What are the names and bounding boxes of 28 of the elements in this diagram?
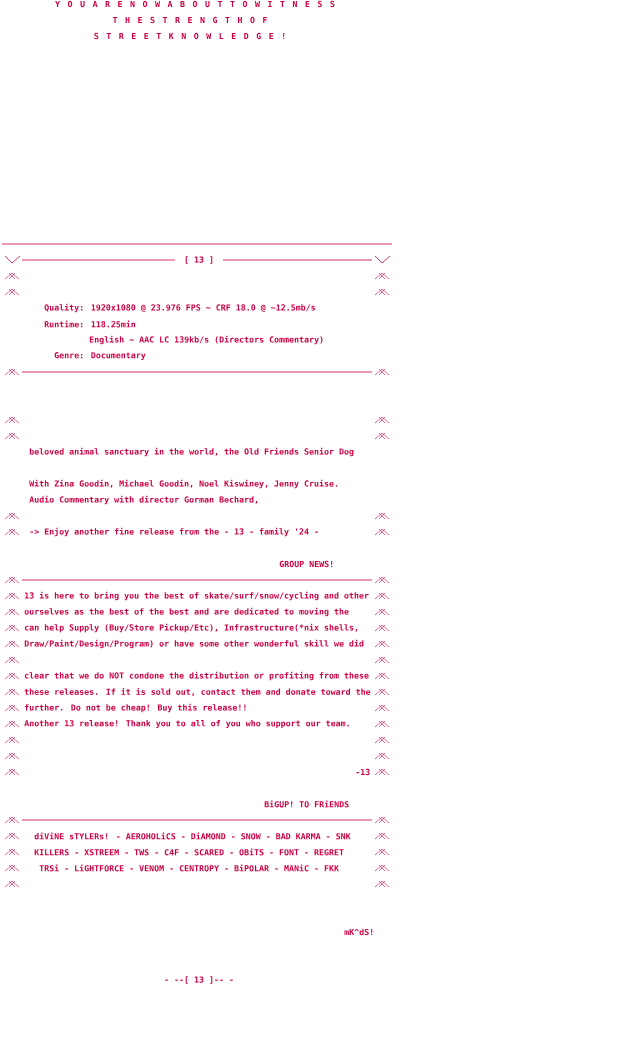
- text-line: can help Supply (Buy/Store Pickup/Etc), Infrastructure(*nix shells,: [24, 623, 358, 633]
- text-line: Y O U A R E N O W A B O U T T O W I T N E S S: [55, 0, 335, 8]
- text-line: T H E S T R E N G T H O F: [112, 16, 267, 24]
- text-line: GROUP NEWS!: [279, 560, 333, 568]
- text-line: beloved animal sanctuary in the world, the Old Friends Senior Dog: [29, 447, 354, 457]
- text-line: diViNE sTYLERs! - AEROHOLiCS - DiAMOND - SNOW - BAD KARMA - SNK: [34, 832, 351, 840]
- text-line: Draw/Paint/Design/Program) or have some other wonderful skill we did: [24, 639, 364, 649]
- text-line: mK^dS!: [344, 928, 373, 936]
- text-line: clear that we do NOT condone the distribution or profiting from these: [24, 671, 369, 681]
- text-line: Genre: Documentary: [54, 352, 146, 360]
- text-line: Quality: 1920x1080 @ 23.976 FPS ~ CRF 18.0 @ ~12.5mb/s: [44, 303, 315, 313]
- text-line: ourselves as the best of the best and are dedicated to moving the: [24, 607, 349, 617]
- text-line: Another 13 release! Thank you to all of you who support our team.: [24, 720, 349, 728]
- text-line: English ~ AAC LC 139kb/s (Directors Commentary): [89, 335, 323, 345]
- text-line: Audio Commentary with director Gorman Bechard,: [29, 495, 258, 505]
- text-line: BiGUP! TO FRiENDS: [264, 800, 349, 808]
- text-line: TRSi - LiGHTFORCE - VENOM - CENTROPY - BiPOLAR - MANiC - FKK: [39, 864, 339, 872]
- text-line: KILLERS - XSTREEM - TWS - C4F - SCARED - OBiTS - FONT - REGRET: [34, 848, 344, 856]
- text-line: -> Enjoy another fine release from the - 13 - family '24 -: [30, 527, 318, 537]
- text-line: -13: [356, 768, 370, 776]
- text-line: Runtime: 118.25min: [44, 320, 136, 328]
- text-line: these releases. If it is sold out, contact them and donate toward the: [24, 688, 371, 696]
- text-line: - --[ 13 ]-- -: [165, 976, 233, 984]
- text-line: S T R E E T K N O W L E D G E !: [94, 32, 285, 40]
- text-line: [ 13 ]: [185, 256, 213, 264]
- text-line: With Zina Goodin, Michael Goodin, Noel Kiswiney, Jenny Cruise.: [29, 479, 338, 489]
- text-line: further. Do not be cheap! Buy this release!!: [24, 703, 246, 713]
- text-line: 13 is here to bring you the best of skate/surf/snow/cycling and other: [24, 591, 369, 601]
